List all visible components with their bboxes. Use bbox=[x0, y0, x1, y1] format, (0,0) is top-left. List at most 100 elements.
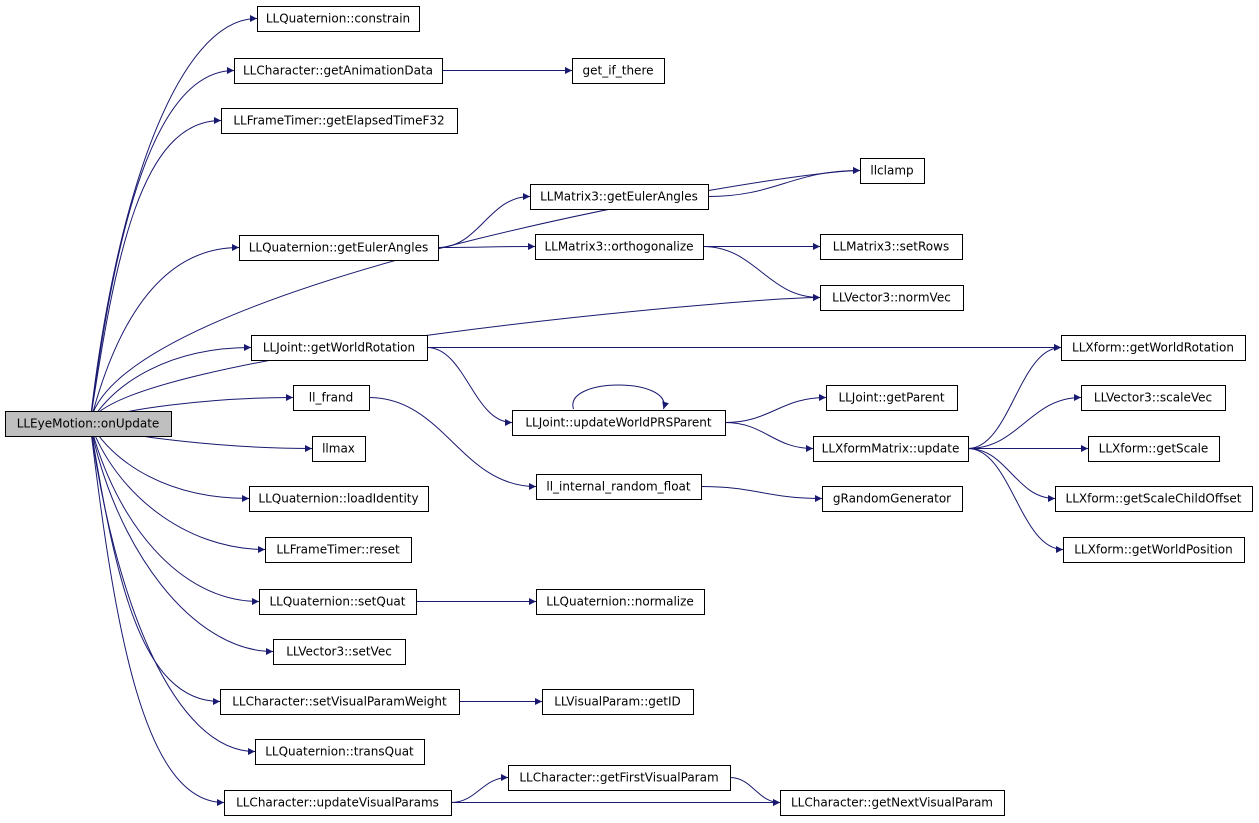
node-box bbox=[536, 589, 705, 615]
node-ll-frand[interactable]: ll_frand bbox=[293, 385, 370, 411]
edge-layer bbox=[89, 15, 1088, 806]
node-box bbox=[273, 639, 406, 665]
edge-n18-n25 bbox=[967, 448, 1064, 553]
node-box bbox=[820, 285, 964, 311]
node-llframetimer-reset[interactable]: LLFrameTimer::reset bbox=[265, 537, 412, 563]
edge-n18-n23 bbox=[967, 448, 1056, 502]
edge-n8-n10 bbox=[702, 246, 821, 301]
node-llvector3-normvec[interactable]: LLVector3::normVec bbox=[820, 285, 964, 311]
node-label: LLJoint::updateWorldPRSParent bbox=[525, 416, 712, 430]
edge-n14-n14 bbox=[572, 384, 669, 410]
node-label: get_if_there bbox=[582, 64, 653, 78]
node-box bbox=[572, 58, 665, 84]
node-lljoint-getworldrotation[interactable]: LLJoint::getWorldRotation bbox=[251, 335, 428, 361]
node-box bbox=[542, 689, 694, 715]
node-box bbox=[826, 385, 958, 411]
node-box bbox=[536, 474, 702, 500]
node-label: LLCharacter::getNextVisualParam bbox=[791, 796, 993, 810]
node-lljoint-updateworldprsparent[interactable]: LLJoint::updateWorldPRSParent bbox=[512, 410, 726, 436]
node-llclamp[interactable]: llclamp bbox=[860, 158, 925, 184]
node-box bbox=[822, 486, 963, 512]
node-box bbox=[780, 790, 1005, 816]
node-llcharacter-getanimationdata[interactable]: LLCharacter::getAnimationData bbox=[234, 58, 443, 84]
node-llmax[interactable]: llmax bbox=[312, 436, 366, 462]
node-box bbox=[239, 235, 439, 261]
node-llxform-getworldrotation[interactable]: LLXform::getWorldRotation bbox=[1061, 335, 1246, 361]
node-llcharacter-setvisualparamweight[interactable]: LLCharacter::setVisualParamWeight bbox=[220, 689, 460, 715]
edge-n0-n33 bbox=[89, 422, 225, 806]
edge-n0-n29 bbox=[89, 422, 221, 705]
node-box bbox=[1061, 335, 1246, 361]
edge-n18-n16 bbox=[967, 394, 1082, 449]
node-llxformmatrix-update[interactable]: LLXformMatrix::update bbox=[813, 436, 969, 462]
node-llquaternion-loadidentity[interactable]: LLQuaternion::loadIdentity bbox=[249, 486, 429, 512]
node-label: LLXformMatrix::update bbox=[822, 442, 960, 456]
edge-n0-n24 bbox=[89, 422, 266, 553]
node-box bbox=[257, 6, 420, 32]
edge-n20-n22 bbox=[700, 486, 823, 502]
node-label: LLVector3::scaleVec bbox=[1094, 391, 1212, 405]
edge-n0-n4 bbox=[89, 117, 222, 424]
edge-n18-n12 bbox=[967, 344, 1062, 449]
node-llcharacter-getnextvisualparam[interactable]: LLCharacter::getNextVisualParam bbox=[780, 790, 1005, 816]
node-box bbox=[265, 537, 412, 563]
node-grandomgenerator[interactable]: gRandomGenerator bbox=[822, 486, 963, 512]
node-llvector3-setvec[interactable]: LLVector3::setVec bbox=[273, 639, 406, 665]
node-box bbox=[530, 184, 709, 210]
node-llcharacter-getfirstvisualparam[interactable]: LLCharacter::getFirstVisualParam bbox=[508, 765, 731, 791]
node-llmatrix3-setrows[interactable]: LLMatrix3::setRows bbox=[820, 234, 963, 260]
node-lleyemotion-onupdate[interactable]: LLEyeMotion::onUpdate bbox=[5, 411, 172, 437]
node-label: LLXform::getWorldRotation bbox=[1072, 341, 1234, 355]
node-llvector3-scalevec[interactable]: LLVector3::scaleVec bbox=[1081, 385, 1226, 411]
node-llmatrix3-orthogonalize[interactable]: LLMatrix3::orthogonalize bbox=[535, 234, 704, 260]
node-label: llmax bbox=[322, 442, 355, 456]
node-label: LLVector3::normVec bbox=[832, 291, 951, 305]
edge-n0-n31 bbox=[89, 422, 256, 755]
node-get-if-there[interactable]: get_if_there bbox=[572, 58, 665, 84]
node-label: LLCharacter::getFirstVisualParam bbox=[519, 771, 718, 785]
edge-n0-n2 bbox=[89, 67, 235, 424]
node-llxform-getworldposition[interactable]: LLXform::getWorldPosition bbox=[1063, 537, 1245, 563]
node-label: LLMatrix3::setRows bbox=[833, 240, 949, 254]
node-ll-internal-random-float[interactable]: ll_internal_random_float bbox=[536, 474, 702, 500]
node-llvisualparam-getid[interactable]: LLVisualParam::getID bbox=[542, 689, 694, 715]
node-label: LLEyeMotion::onUpdate bbox=[17, 417, 160, 431]
node-llquaternion-transquat[interactable]: LLQuaternion::transQuat bbox=[255, 739, 425, 765]
node-label: LLVector3::setVec bbox=[286, 645, 392, 659]
node-llquaternion-geteulerangles[interactable]: LLQuaternion::getEulerAngles bbox=[239, 235, 439, 261]
node-box bbox=[5, 411, 172, 437]
node-llquaternion-setquat[interactable]: LLQuaternion::setQuat bbox=[259, 589, 417, 615]
node-box bbox=[508, 765, 731, 791]
node-label: ll_internal_random_float bbox=[546, 480, 691, 494]
node-label: LLXform::getWorldPosition bbox=[1074, 543, 1232, 557]
node-box bbox=[259, 589, 417, 615]
node-llcharacter-updatevisualparams[interactable]: LLCharacter::updateVisualParams bbox=[224, 790, 452, 816]
edge-n0-n10 bbox=[89, 294, 821, 424]
edge-n14-n18 bbox=[724, 422, 814, 452]
node-label: LLXform::getScale bbox=[1099, 442, 1209, 456]
edge-n7-n8 bbox=[437, 243, 536, 251]
node-label: LLVisualParam::getID bbox=[554, 695, 680, 709]
node-label: LLCharacter::updateVisualParams bbox=[236, 796, 439, 810]
node-box bbox=[220, 689, 460, 715]
node-lljoint-getparent[interactable]: LLJoint::getParent bbox=[826, 385, 958, 411]
node-box bbox=[1081, 385, 1226, 411]
node-label: gRandomGenerator bbox=[833, 492, 951, 506]
edge-n0-n26 bbox=[89, 422, 260, 605]
node-llquaternion-normalize[interactable]: LLQuaternion::normalize bbox=[536, 589, 705, 615]
node-label: llclamp bbox=[870, 164, 913, 178]
node-box bbox=[255, 739, 425, 765]
node-llxform-getscale[interactable]: LLXform::getScale bbox=[1088, 436, 1220, 462]
node-box bbox=[512, 410, 726, 436]
edge-n11-n14 bbox=[426, 347, 513, 426]
node-llmatrix3-geteulerangles[interactable]: LLMatrix3::getEulerAngles bbox=[530, 184, 709, 210]
node-label: LLQuaternion::constrain bbox=[266, 12, 410, 26]
node-llxform-getscalechildoffset[interactable]: LLXform::getScaleChildOffset bbox=[1055, 486, 1253, 512]
node-llquaternion-constrain[interactable]: LLQuaternion::constrain bbox=[257, 6, 420, 32]
node-box bbox=[234, 58, 443, 84]
node-label: LLJoint::getWorldRotation bbox=[263, 341, 415, 355]
node-llframetimer-getelapsedtimef32[interactable]: LLFrameTimer::getElapsedTimeF32 bbox=[221, 108, 458, 134]
node-label: LLCharacter::setVisualParamWeight bbox=[232, 695, 447, 709]
edge-n0-n1 bbox=[89, 15, 258, 424]
